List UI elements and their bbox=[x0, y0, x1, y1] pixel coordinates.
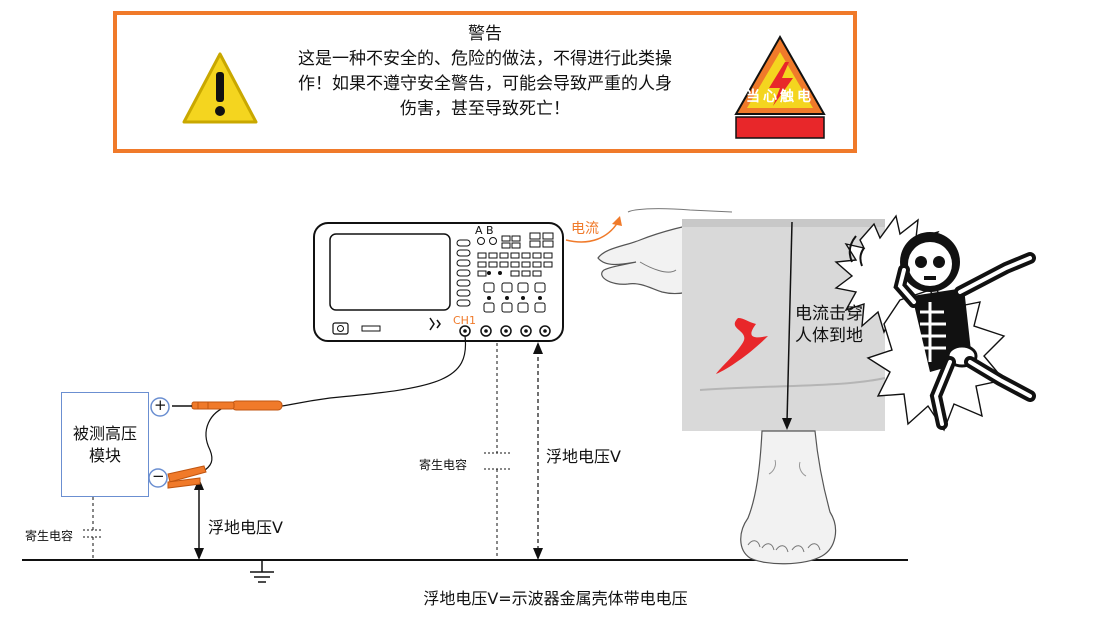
ground-clip-icon bbox=[167, 465, 207, 489]
lightning-bolt-icon bbox=[716, 318, 768, 374]
plus-sign: + bbox=[154, 396, 167, 414]
float-voltage-mid-label: 浮地电压V bbox=[546, 447, 621, 466]
current-label: 电流 bbox=[571, 221, 599, 237]
warning-banner bbox=[113, 11, 857, 153]
current-through-arrow bbox=[782, 221, 793, 430]
probe-tip-icon bbox=[172, 400, 283, 411]
diagram-caption: 浮地电压V=示波器金属壳体带电电压 bbox=[423, 589, 688, 608]
warning-title: 警告 bbox=[468, 24, 502, 44]
ground-lead bbox=[201, 405, 229, 473]
ground-symbol-icon bbox=[250, 560, 274, 583]
module-label-line2: 模块 bbox=[88, 445, 121, 465]
oscilloscope-icon bbox=[313, 222, 564, 342]
float-voltage-arrow-left bbox=[194, 478, 204, 560]
warning-line-2: 作！如果不遵守安全警告，可能会导致严重的人身 bbox=[298, 74, 672, 94]
warning-line-3: 伤害，甚至导致死亡！ bbox=[400, 99, 570, 119]
parasitic-cap-left-label: 寄生电容 bbox=[25, 529, 74, 543]
warning-triangle-icon bbox=[182, 52, 258, 124]
float-voltage-arrow-mid bbox=[533, 342, 543, 560]
warning-line-1: 这是一种不安全的、危险的做法，不得进行此类操 bbox=[298, 49, 672, 69]
electric-shock-sign-label: 当心触电 bbox=[746, 89, 814, 105]
tested-module: 被测高压 模块 bbox=[61, 392, 149, 497]
parasitic-capacitor-mid bbox=[484, 343, 510, 560]
current-through-line-1: 电流击穿 bbox=[795, 304, 863, 324]
electric-shock-sign-icon bbox=[734, 34, 826, 139]
electrocuted-skeleton-icon bbox=[834, 214, 1036, 432]
minus-terminal-icon bbox=[148, 468, 168, 488]
plus-terminal-icon bbox=[150, 397, 170, 417]
channel-label: CH1 bbox=[453, 314, 476, 327]
parasitic-capacitor-left bbox=[83, 497, 103, 560]
current-through-line-2: 人体到地 bbox=[795, 326, 863, 346]
current-arrow-icon bbox=[565, 221, 619, 243]
minus-sign: − bbox=[152, 467, 165, 485]
person-body-icon bbox=[682, 219, 886, 431]
module-label-line1: 被测高压 bbox=[72, 423, 137, 443]
probe-ab-label: A B bbox=[475, 224, 494, 237]
current-through-label: 电流击穿 人体到地 bbox=[795, 303, 863, 347]
foot-icon bbox=[740, 430, 837, 565]
float-voltage-left-label: 浮地电压V bbox=[208, 518, 283, 537]
warning-text: 警告 这是一种不安全的、危险的做法，不得进行此类操 作！如果不遵守安全警告，可能… bbox=[260, 22, 710, 122]
parasitic-cap-mid-label: 寄生电容 bbox=[419, 458, 468, 472]
probe-cable bbox=[281, 335, 467, 407]
